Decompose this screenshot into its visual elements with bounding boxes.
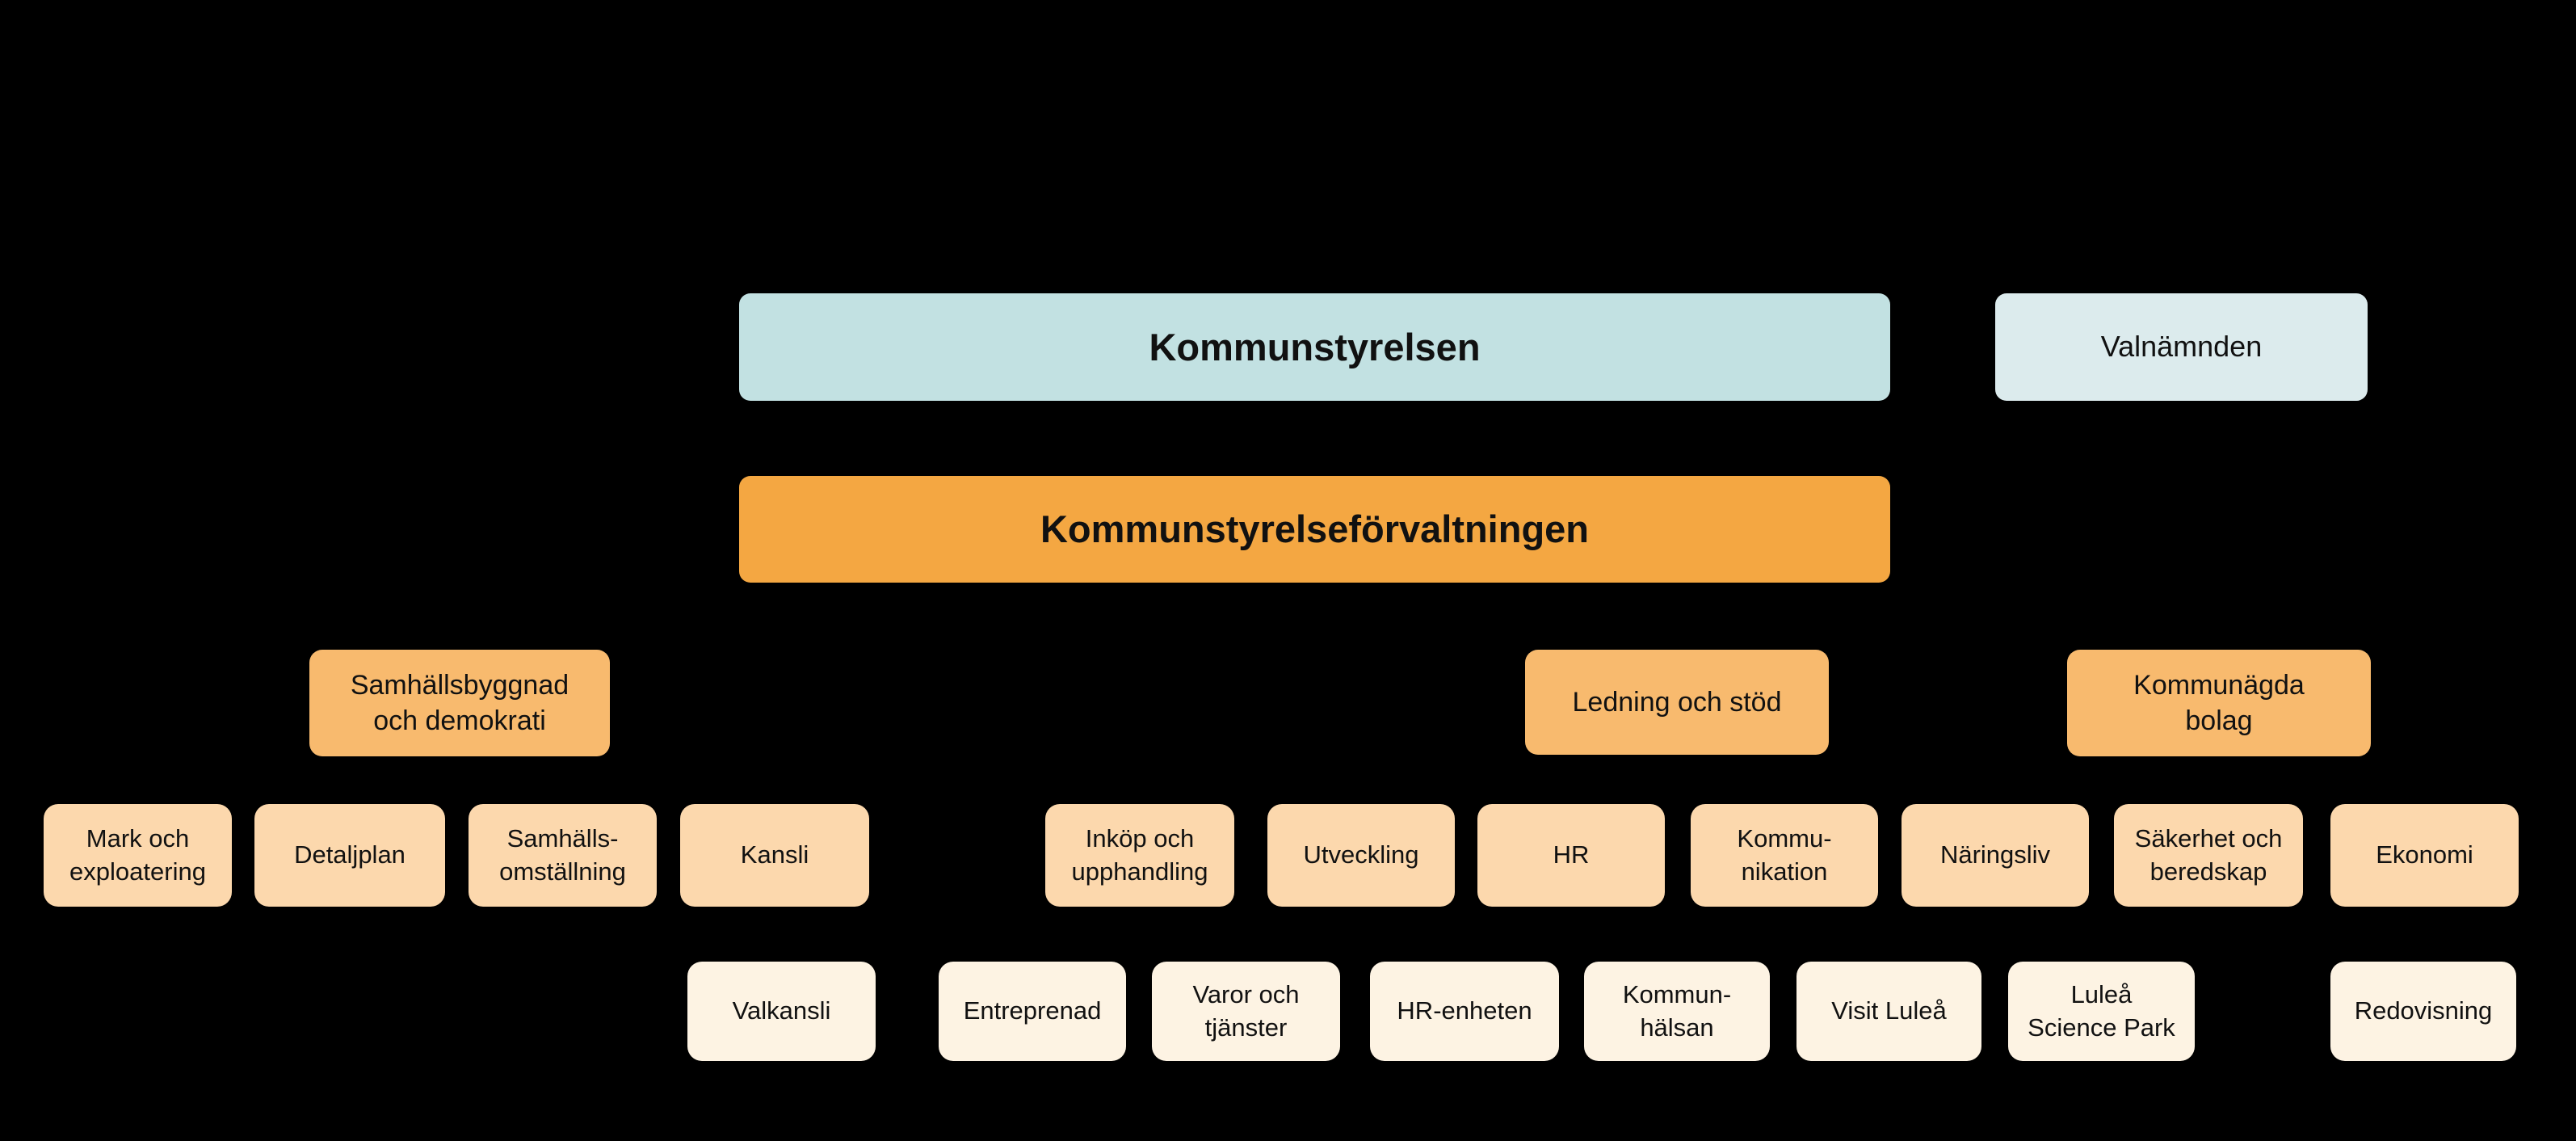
org-node-label-valkansli: Valkansli	[732, 996, 831, 1025]
org-node-redovisning: Redovisning	[2330, 962, 2516, 1061]
org-node-naringsliv: Näringsliv	[1902, 804, 2089, 907]
org-node-kommunikation: Kommu- nikation	[1691, 804, 1878, 907]
org-node-varor-och-tjanster: Varor och tjänster	[1152, 962, 1340, 1061]
org-node-label-mark-och-exploatering: Mark och exploatering	[69, 824, 206, 886]
org-node-mark-och-exploatering: Mark och exploatering	[44, 804, 232, 907]
org-node-samhalls-omstallning: Samhälls- omställning	[469, 804, 657, 907]
org-node-label-utveckling: Utveckling	[1303, 840, 1419, 869]
org-node-label-samhalls-omstallning: Samhälls- omställning	[499, 824, 626, 886]
org-node-label-detaljplan: Detaljplan	[294, 840, 406, 869]
org-node-kommunhalsan: Kommun- hälsan	[1584, 962, 1770, 1061]
org-node-label-kommunikation: Kommu- nikation	[1737, 824, 1832, 886]
org-node-label-sakerhet-och-beredskap: Säkerhet och beredskap	[2134, 824, 2283, 886]
org-node-valkansli: Valkansli	[687, 962, 876, 1061]
org-node-label-kommunstyrelsen: Kommunstyrelsen	[1149, 325, 1481, 368]
org-node-label-hr-enheten: HR-enheten	[1397, 996, 1532, 1025]
org-node-label-visit-lulea: Visit Luleå	[1831, 996, 1947, 1025]
org-node-kansli: Kansli	[680, 804, 869, 907]
org-node-lulea-science-park: Luleå Science Park	[2008, 962, 2195, 1061]
org-node-label-lulea-science-park: Luleå Science Park	[2028, 980, 2175, 1042]
org-node-inkop-och-upphandling: Inköp och upphandling	[1045, 804, 1234, 907]
org-node-entreprenad: Entreprenad	[939, 962, 1126, 1061]
org-node-kommunstyrelseforvaltningen: Kommunstyrelseförvaltningen	[739, 476, 1890, 583]
org-node-hr: HR	[1477, 804, 1665, 907]
org-node-ledning-och-stod: Ledning och stöd	[1525, 650, 1829, 755]
org-node-valnamnden: Valnämnden	[1995, 293, 2368, 401]
org-node-label-samhallsbyggnad-och-demokrati: Samhällsbyggnad och demokrati	[350, 669, 569, 736]
org-node-label-kommunhalsan: Kommun- hälsan	[1622, 980, 1732, 1042]
org-node-sakerhet-och-beredskap: Säkerhet och beredskap	[2114, 804, 2303, 907]
org-node-ekonomi: Ekonomi	[2330, 804, 2519, 907]
org-node-label-inkop-och-upphandling: Inköp och upphandling	[1071, 824, 1208, 886]
org-node-hr-enheten: HR-enheten	[1370, 962, 1559, 1061]
org-node-kommunstyrelsen: Kommunstyrelsen	[739, 293, 1890, 401]
org-node-detaljplan: Detaljplan	[254, 804, 445, 907]
org-node-label-varor-och-tjanster: Varor och tjänster	[1192, 980, 1300, 1042]
org-node-label-redovisning: Redovisning	[2354, 996, 2493, 1025]
org-node-label-kansli: Kansli	[740, 840, 809, 869]
org-node-label-naringsliv: Näringsliv	[1939, 840, 2051, 869]
org-node-label-kommunstyrelseforvaltningen: Kommunstyrelseförvaltningen	[1040, 507, 1590, 551]
org-node-label-valnamnden: Valnämnden	[2100, 330, 2263, 364]
org-node-label-ledning-och-stod: Ledning och stöd	[1572, 686, 1782, 718]
org-node-label-entreprenad: Entreprenad	[963, 996, 1102, 1025]
org-node-kommunagda-bolag: Kommunägda bolag	[2067, 650, 2371, 756]
org-node-label-hr: HR	[1553, 840, 1590, 869]
org-node-utveckling: Utveckling	[1267, 804, 1455, 907]
org-node-visit-lulea: Visit Luleå	[1796, 962, 1981, 1061]
org-node-samhallsbyggnad-och-demokrati: Samhällsbyggnad och demokrati	[309, 650, 610, 756]
org-node-label-kommunagda-bolag: Kommunägda bolag	[2133, 669, 2305, 736]
org-node-label-ekonomi: Ekonomi	[2376, 840, 2473, 869]
